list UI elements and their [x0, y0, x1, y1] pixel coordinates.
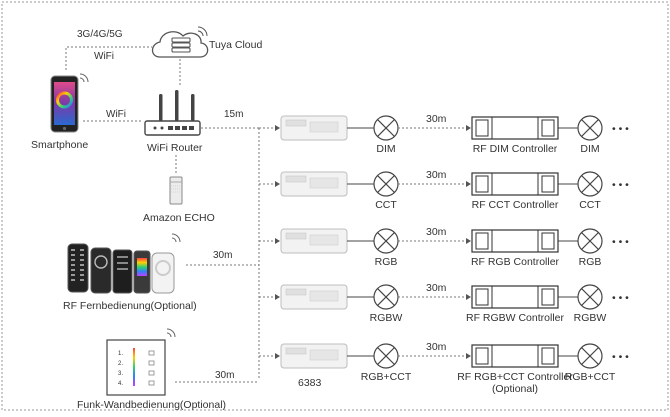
controller-label: RF RGB Controller: [471, 256, 560, 268]
arrow-icon: [466, 181, 471, 187]
smartphone-icon: [50, 73, 89, 133]
lamp-label: DIM: [376, 143, 395, 155]
phone-cloud-link: [65, 46, 152, 70]
lamp-icon: [577, 115, 603, 141]
lamp-icon: [577, 284, 603, 310]
wall-key-4: 4.: [118, 381, 123, 387]
wall-key-2: 2.: [118, 361, 123, 367]
phone-wifi-label: WiFi: [106, 109, 126, 120]
rf-controller: [471, 229, 559, 253]
lamp-icon: [373, 171, 399, 197]
arrow-icon: [275, 353, 280, 359]
rf-controller: [471, 116, 559, 140]
ellipsis-icon: • • •: [612, 123, 629, 135]
ellipsis-icon: • • •: [612, 351, 629, 363]
rf-distance-label: 30m: [426, 226, 447, 238]
controller-label: RF RGB+CCT Controller: [457, 371, 573, 383]
lamp-icon: [577, 228, 603, 254]
wall-panel-icon: 1. 2. 3. 4.: [106, 328, 176, 396]
rf-controller: [471, 172, 559, 196]
rf-receiver-module: [280, 115, 348, 141]
wall-key-1: 1.: [118, 351, 123, 357]
ellipsis-icon: • • •: [612, 236, 629, 248]
rf-distance-label: 30m: [426, 169, 447, 181]
rf-receiver-module: [280, 228, 348, 254]
cloud-label: Tuya Cloud: [209, 39, 262, 51]
remote-distance-label: 30m: [213, 250, 232, 261]
arrow-icon: [466, 294, 471, 300]
rf-distance-label: 30m: [426, 282, 447, 294]
lamp2-label: RGBW: [574, 312, 607, 324]
rf-receiver-module: [280, 343, 348, 369]
echo-label: Amazon ECHO: [143, 212, 215, 224]
rf-controller: [471, 285, 559, 309]
ellipsis-icon: • • •: [612, 179, 629, 191]
controller-rows: DIM 30m RF DIM Controller DIM • • • CCT 30m RF …: [259, 113, 629, 395]
controller-label: RF RGBW Controller: [466, 312, 565, 324]
lamp-icon: [373, 115, 399, 141]
lamp-icon: [373, 284, 399, 310]
arrow-icon: [275, 181, 280, 187]
lamp-label: RGB+CCT: [361, 371, 412, 383]
network-label: 3G/4G/5G: [77, 29, 123, 40]
controller-label: RF DIM Controller: [473, 143, 558, 155]
arrow-icon: [466, 238, 471, 244]
rf-remote-icon: [67, 233, 181, 294]
rf-controller: [471, 344, 559, 368]
rf-remote-label: RF Fernbedienung(Optional): [63, 300, 197, 312]
cloud-icon: [151, 26, 209, 58]
lamp-icon: [373, 228, 399, 254]
lamp2-label: CCT: [579, 199, 601, 211]
lamp-label: RGB: [375, 256, 398, 268]
wall-distance-label: 30m: [215, 370, 234, 381]
lamp2-label: RGB: [579, 256, 602, 268]
lamp2-label: DIM: [580, 143, 599, 155]
lamp-label: RGBW: [370, 312, 403, 324]
arrow-icon: [275, 238, 280, 244]
router-distance-label: 15m: [224, 109, 243, 120]
rf-distance-label: 30m: [426, 113, 447, 125]
smartphone-label: Smartphone: [31, 139, 88, 151]
arrow-icon: [275, 125, 280, 131]
network-wifi-label: WiFi: [94, 51, 114, 62]
router-icon: [144, 90, 201, 136]
arrow-icon: [275, 294, 280, 300]
lamp-label: CCT: [375, 199, 397, 211]
lamp-icon: [577, 171, 603, 197]
lamp-icon: [373, 343, 399, 369]
arrow-icon: [466, 353, 471, 359]
wall-panel-label: Funk-Wandbedienung(Optional): [77, 399, 226, 411]
router-label: WiFi Router: [147, 142, 203, 154]
echo-icon: [169, 176, 183, 205]
wall-key-3: 3.: [118, 371, 123, 377]
rf-receiver-module: [280, 171, 348, 197]
controller-label: RF CCT Controller: [472, 199, 559, 211]
arrow-icon: [466, 125, 471, 131]
gateway-model-label: 6383: [298, 377, 322, 389]
lamp-icon: [577, 343, 603, 369]
ellipsis-icon: • • •: [612, 292, 629, 304]
rf-distance-label: 30m: [426, 341, 447, 353]
controller-note-label: (Optional): [492, 383, 538, 395]
lamp2-label: RGB+CCT: [565, 371, 616, 383]
rf-receiver-module: [280, 284, 348, 310]
